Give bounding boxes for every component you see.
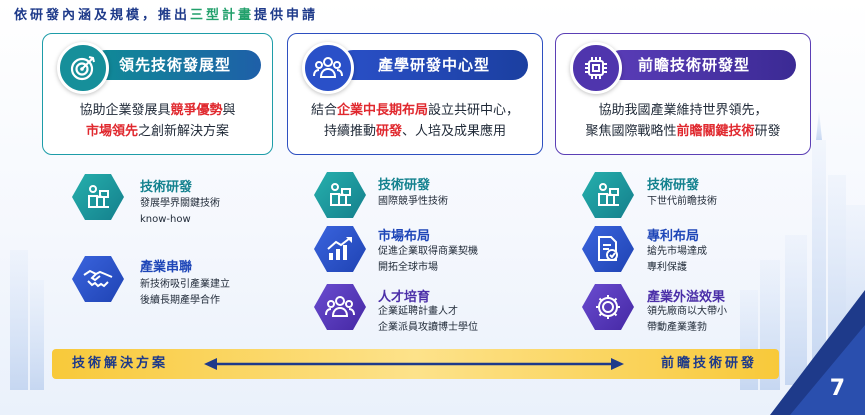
item-description: 國際競爭性技術: [378, 196, 448, 207]
spectrum-right-label: 前瞻技術研發: [660, 356, 757, 371]
card-title-pill: 產學研發中心型: [338, 50, 528, 80]
page-heading: 依研發內涵及規模，推出三型計畫提供申請: [14, 8, 319, 23]
page-number: 7: [829, 376, 845, 401]
double-arrow-icon: [204, 358, 624, 370]
card-title-pill: 前瞻技術研發型: [606, 50, 796, 80]
item-description: 下世代前瞻技術: [647, 196, 717, 207]
researcher-icon: [72, 174, 124, 220]
item-description: 新技術吸引產業建立後續長期產學合作: [140, 279, 230, 306]
chip-icon: [570, 42, 622, 94]
program-card-leading-tech: 領先技術發展型 協助企業發展具競爭優勢與 市場領先之創新解決方案: [42, 33, 273, 155]
item-title: 技術研發: [378, 178, 431, 193]
card-description: 結合企業中長期布局設立共研中心， 持續推動研發、人培及成果應用: [310, 103, 520, 139]
item-title: 專利布局: [647, 229, 700, 244]
item-description: 領先廠商以大帶小帶動產業蓬勃: [647, 306, 727, 333]
program-card-industry-academia: 產學研發中心型 結合企業中長期布局設立共研中心， 持續推動研發、人培及成果應用: [287, 33, 543, 155]
item-description: 搶先市場達成專利保護: [647, 246, 707, 273]
item-title: 產業外溢效果: [647, 290, 726, 305]
item-title: 技術研發: [140, 180, 193, 195]
item-description: 企業延聘計畫人才企業派員攻讀博士學位: [378, 306, 478, 333]
item-title: 產業串聯: [140, 260, 193, 275]
program-card-frontier-tech: 前瞻技術研發型 協助我國產業維持世界領先， 聚焦國際戰略性前瞻關鍵技術研發: [555, 33, 811, 155]
patent-document-icon: [582, 226, 634, 272]
item-title: 人才培育: [378, 290, 431, 305]
item-title: 技術研發: [647, 178, 700, 193]
item-description: 促進企業取得商業契機開拓全球市場: [378, 246, 478, 273]
target-icon: [57, 42, 109, 94]
spectrum-bar: 技術解決方案 前瞻技術研發: [52, 349, 779, 379]
spectrum-left-label: 技術解決方案: [72, 356, 169, 371]
card-description: 協助我國產業維持世界領先， 聚焦國際戰略性前瞻關鍵技術研發: [585, 103, 781, 139]
researcher-icon: [582, 172, 634, 218]
item-title: 市場布局: [378, 229, 431, 244]
card-title-pill: 領先技術發展型: [91, 50, 261, 80]
people-group-icon: [302, 42, 354, 94]
gear-icon: [582, 284, 634, 330]
card-description: 協助企業發展具競爭優勢與 市場領先之創新解決方案: [79, 103, 236, 139]
